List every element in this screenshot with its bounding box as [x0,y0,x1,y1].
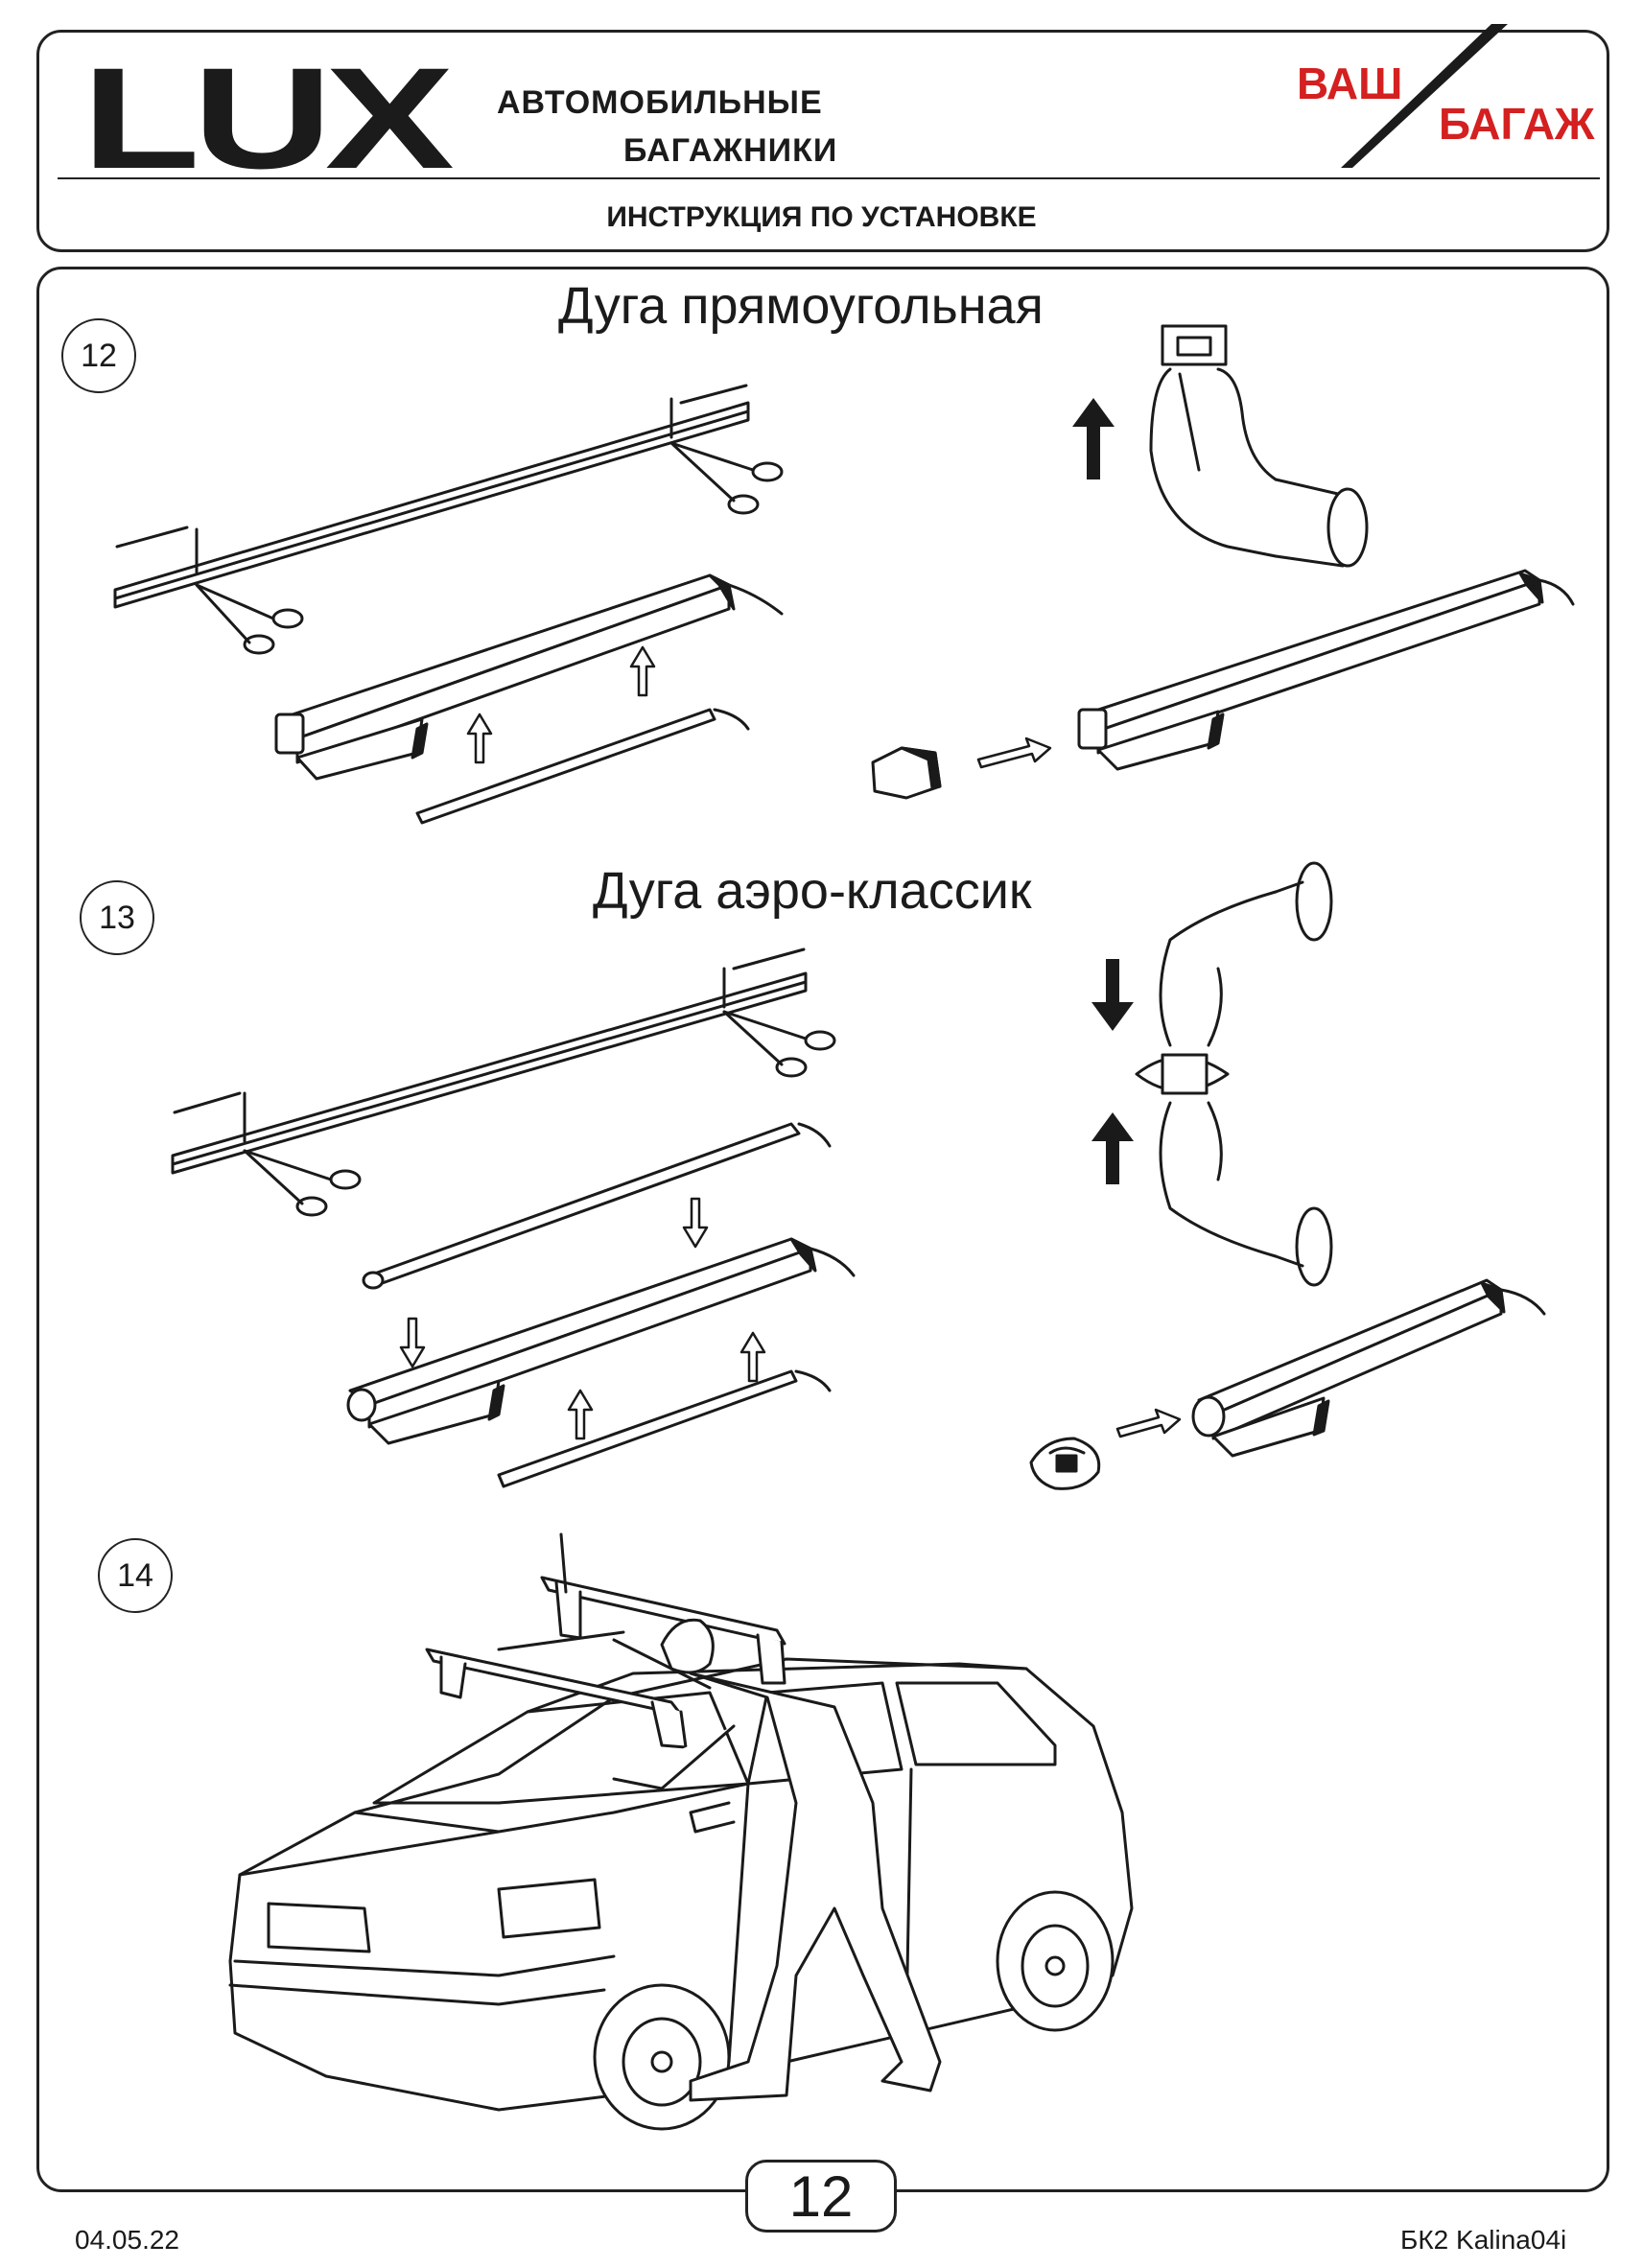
step-title-13: Дуга аэро-классик [593,862,1032,920]
page-subtitle: ИНСТРУКЦИЯ ПО УСТАНОВКЕ [606,201,1037,233]
scissors-icon [243,1149,362,1217]
arrow-up-icon [466,645,656,764]
scissors-icon [669,441,784,515]
roof-rack [425,1532,786,1749]
footer-date: 04.05.22 [75,2225,179,2255]
rubber-strip-trim-illustration [113,384,784,655]
partner-logo-word-1: ВАШ [1297,58,1403,108]
hands-pressing-cap-illustration [1091,861,1333,1287]
arrow-down-icon [1091,959,1134,1031]
arrow-up-icon [1072,398,1115,479]
hand-icon [1135,861,1333,1287]
step-title-12: Дуга прямоугольная [558,277,1044,335]
scissors-icon [195,583,304,655]
step-number-13: 13 [80,880,154,955]
partner-logo-slash [1341,24,1508,168]
brand-line-1: АВТОМОБИЛЬНЫЕ [497,84,823,121]
car-roof-rack-installation-illustration [228,1532,1134,2131]
arrow-down-icon [399,1197,709,1368]
arrow-right-icon [976,737,1052,769]
arrow-up-icon [1091,1112,1134,1184]
step-number-12: 12 [61,318,136,393]
page-number: 12 [745,2160,897,2233]
end-cap-icon [1029,1437,1101,1490]
arrow-right-icon [1115,1408,1182,1438]
brand-line-2: БАГАЖНИКИ [623,132,838,169]
lux-logo: LUX [82,37,455,199]
end-cap-icon [871,746,942,800]
footer-doc-code: БК2 Kalina04i [1400,2225,1567,2255]
aero-strip-trim-illustration [171,947,836,1217]
rectangular-bar-illustration [274,573,784,825]
rectangular-bar-end-cap-illustration [871,569,1575,800]
header-frame [36,30,1609,252]
person-icon [612,1618,942,2102]
scissors-icon [722,1010,836,1078]
aero-bar-end-cap-illustration [1029,1278,1546,1490]
header-divider [58,177,1600,179]
step-number-14: 14 [98,1538,173,1613]
hand-holding-cap-illustration [1072,324,1369,568]
aero-bar-illustration [346,1122,856,1488]
partner-logo-word-2: БАГАЖ [1439,99,1595,149]
hand-icon [1149,324,1369,568]
arrow-up-icon [567,1331,766,1440]
